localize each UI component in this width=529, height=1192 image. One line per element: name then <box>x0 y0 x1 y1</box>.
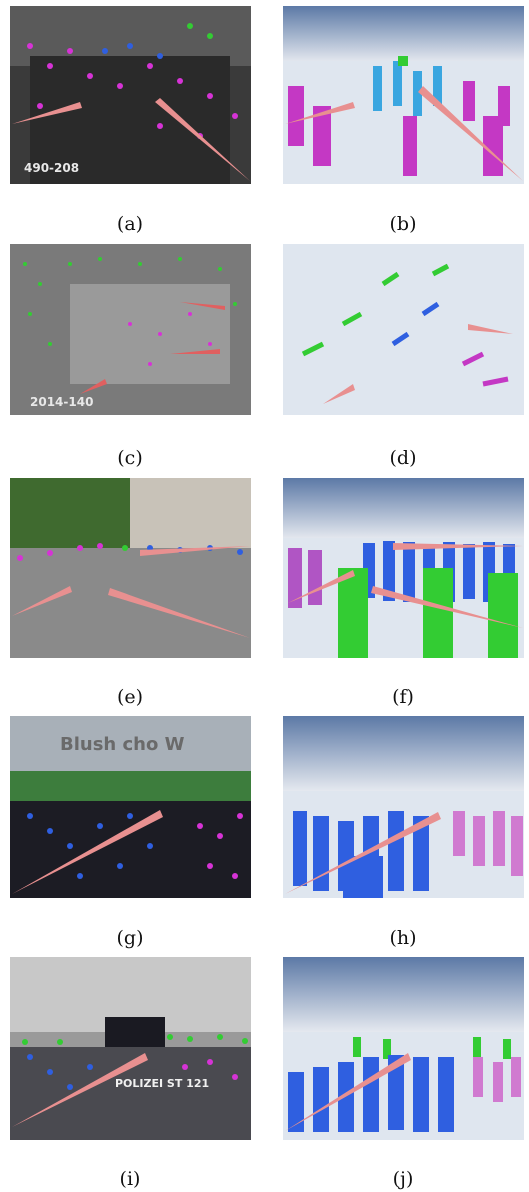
panel-i-photo: POLIZEI ST 121 <box>10 957 251 1140</box>
panel-a-photo: 490-208 <box>10 6 251 184</box>
caption-a: (a) <box>116 213 144 235</box>
caption-e: (e) <box>116 686 144 708</box>
panel-c-photo: 2014-140 <box>10 244 251 415</box>
caption-h: (h) <box>389 927 417 949</box>
panel-h-render <box>283 716 524 898</box>
caption-c: (c) <box>117 447 143 469</box>
photo-label: 2014-140 <box>30 395 93 409</box>
panel-d-render <box>283 244 524 415</box>
caption-d: (d) <box>389 447 417 469</box>
photo-label: POLIZEI ST 121 <box>115 1077 209 1090</box>
caption-b: (b) <box>389 213 417 235</box>
panel-e-photo <box>10 478 251 658</box>
caption-g: (g) <box>116 927 144 949</box>
photo-label: Blush cho W <box>60 734 185 755</box>
caption-f: (f) <box>392 686 414 708</box>
panel-g-photo: Blush cho W <box>10 716 251 898</box>
panel-b-render <box>283 6 524 184</box>
panel-f-render <box>283 478 524 658</box>
caption-i: (i) <box>119 1168 141 1190</box>
photo-label: 490-208 <box>24 161 79 175</box>
panel-j-render <box>283 957 524 1140</box>
caption-j: (j) <box>392 1168 414 1190</box>
